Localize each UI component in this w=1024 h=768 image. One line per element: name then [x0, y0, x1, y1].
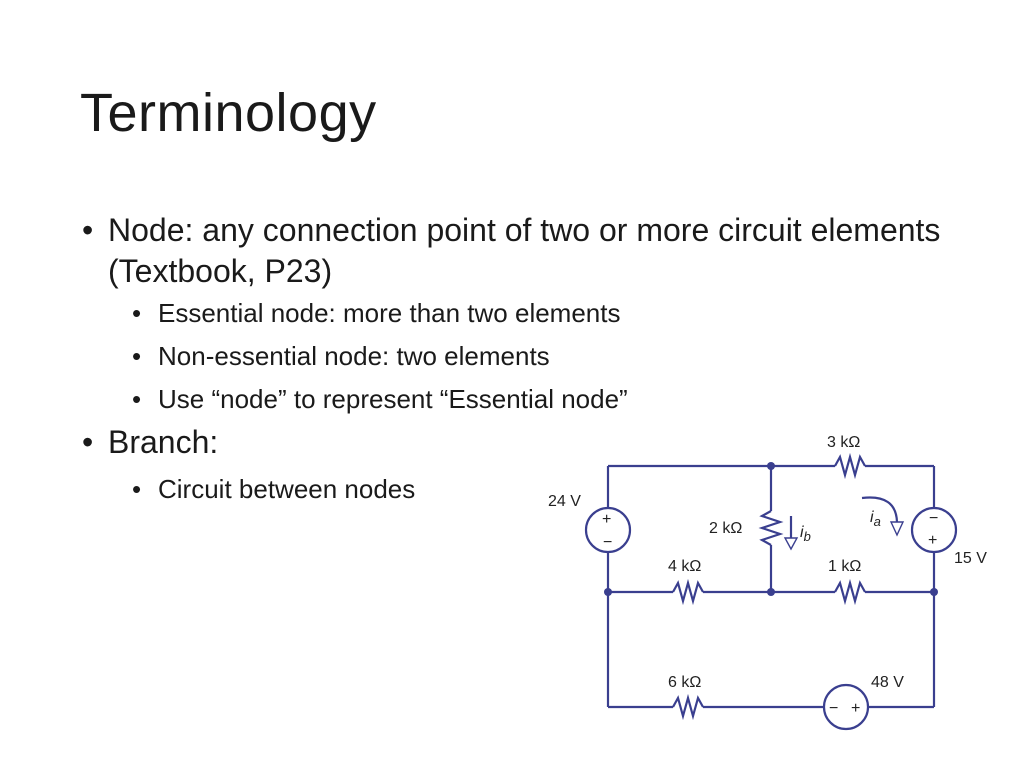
bullet-list: Node: any connection point of two or mor…: [82, 210, 942, 506]
node-dot: [767, 462, 775, 470]
plus-sign: +: [602, 511, 611, 528]
current-ib-arrow: [783, 516, 799, 551]
voltage-source-15v: − +: [910, 506, 958, 554]
current-ib-label: ib: [800, 524, 811, 544]
minus-sign: −: [829, 700, 838, 717]
bullet-branch: Branch:: [82, 422, 942, 463]
minus-sign: −: [603, 534, 612, 551]
resistor-3k-label: 3 kΩ: [827, 434, 860, 451]
plus-sign: +: [851, 700, 860, 717]
minus-sign: −: [929, 510, 938, 527]
resistor-1k: [834, 578, 866, 606]
source-24v-label: 24 V: [548, 493, 581, 510]
resistor-6k-label: 6 kΩ: [668, 674, 701, 691]
source-48v-label: 48 V: [871, 674, 904, 691]
resistor-2k: [758, 510, 784, 546]
resistor-3k: [834, 452, 866, 480]
current-ia-arrow: [861, 496, 905, 537]
resistor-2k-label: 2 kΩ: [709, 520, 742, 537]
resistor-4k: [672, 578, 704, 606]
node-dot: [767, 588, 775, 596]
node-dot: [930, 588, 938, 596]
resistor-6k: [672, 693, 704, 721]
bullet-essential-node: Essential node: more than two elements: [82, 296, 942, 330]
bullet-node-definition: Node: any connection point of two or mor…: [82, 210, 942, 292]
current-ia-label: ia: [870, 509, 881, 529]
bullet-branch-definition: Circuit between nodes: [82, 472, 942, 506]
resistor-1k-label: 1 kΩ: [828, 558, 861, 575]
node-dot: [604, 588, 612, 596]
slide-title: Terminology: [80, 83, 377, 143]
resistor-4k-label: 4 kΩ: [668, 558, 701, 575]
voltage-source-48v: − +: [822, 683, 870, 731]
bullet-non-essential-node: Non-essential node: two elements: [82, 339, 942, 373]
voltage-source-24v: + −: [584, 506, 632, 554]
source-15v-label: 15 V: [954, 550, 987, 567]
bullet-use-node: Use “node” to represent “Essential node”: [82, 382, 942, 416]
plus-sign: +: [928, 532, 937, 549]
